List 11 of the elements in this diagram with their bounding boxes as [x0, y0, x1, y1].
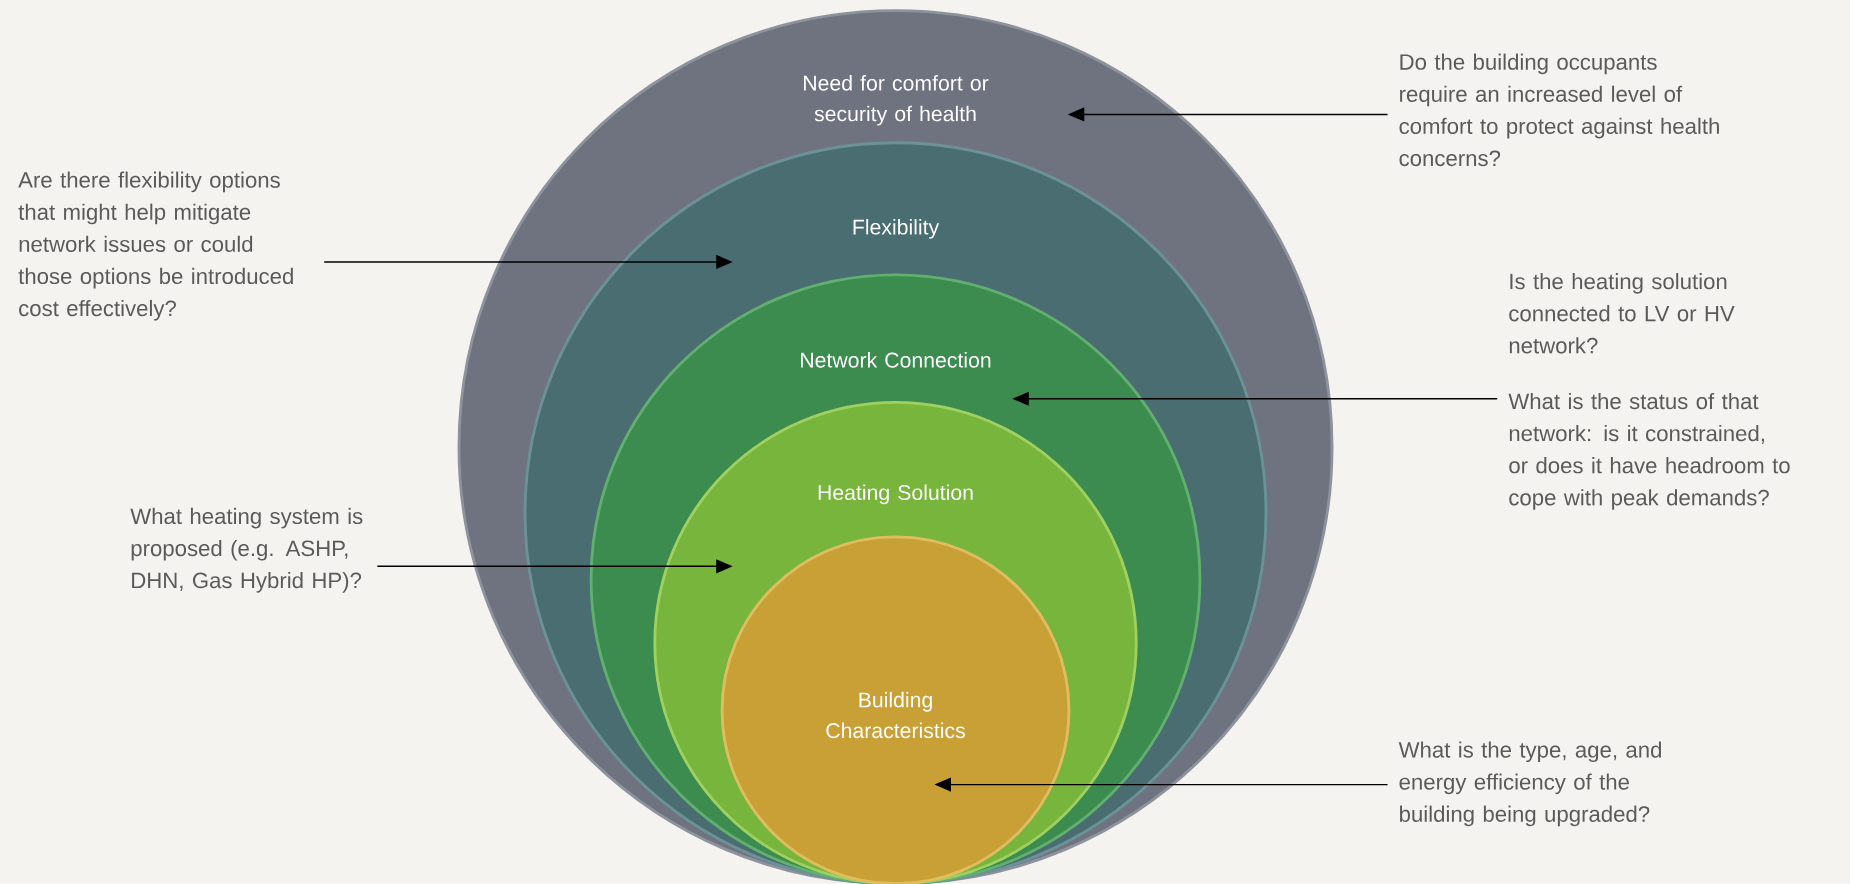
question-text: Do the building occupants require an increased level of comfort to protect against health concerns?: [1399, 53, 1719, 167]
arrow: [934, 777, 1389, 792]
arrow: [323, 255, 733, 270]
question-text: What heating system is proposed (e.g. ASHP, DHN, Gas Hybrid HP)?: [130, 507, 363, 593]
arrow: [1067, 107, 1389, 122]
question-text: Are there flexibility options that might help mitigate network issues or could those options be introduced cost effectively?: [18, 171, 293, 321]
question-text: What is the type, age, and energy efficiency of the building being upgraded?: [1398, 741, 1661, 827]
arrow: [1012, 391, 1498, 406]
circle-band: Building Characteristics: [720, 535, 1071, 884]
question-text: Is the heating solution connected to LV or HV network? What is the status of that network: is it constrained, or does it have headroom to cope with peak demands?: [1508, 273, 1790, 510]
arrow: [376, 559, 733, 574]
